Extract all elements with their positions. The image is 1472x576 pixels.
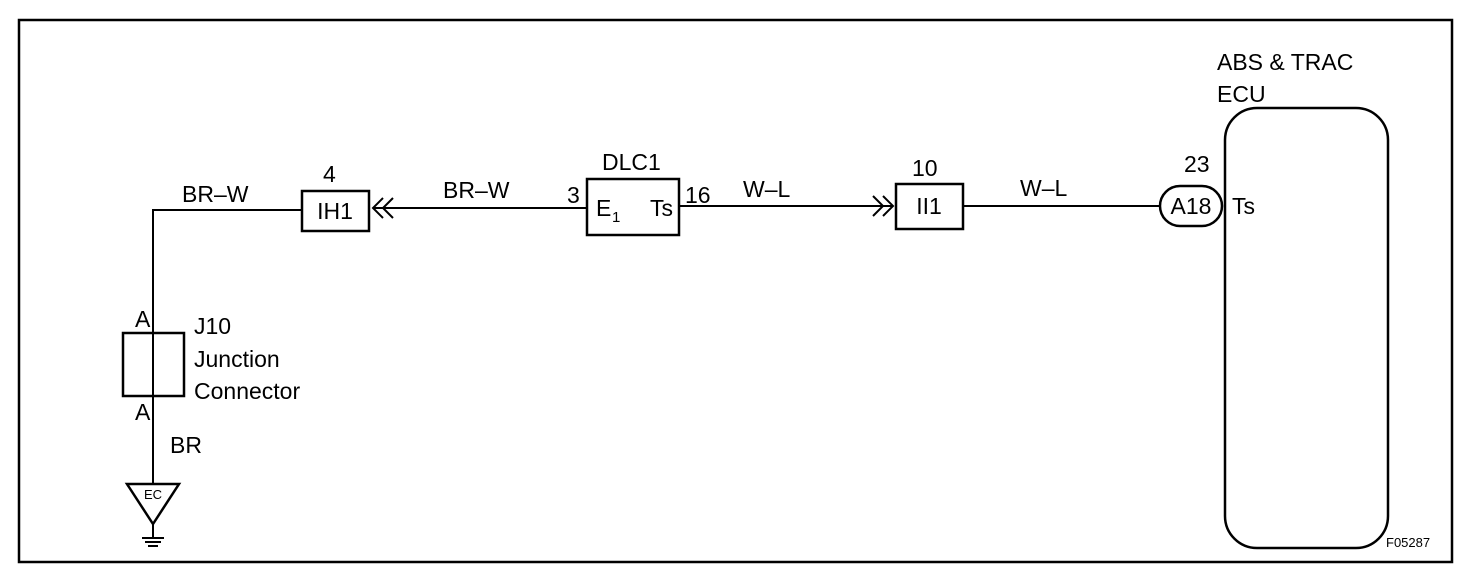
dlc1-terminal-e: E [596,195,611,221]
dlc1-pin-16: 16 [685,182,711,208]
dlc1-name: DLC1 [602,149,661,175]
diagram-frame [17,18,1454,564]
junction-j10-line2: Connector [194,378,300,404]
figure-id: F05287 [1386,535,1430,550]
connector-ih1-arrow [371,197,384,219]
connector-ih1-pin: 4 [323,161,336,187]
junction-j10-pin-bottom: A [135,399,151,425]
junction-j10-line1: Junction [194,346,280,372]
dlc1-terminal-ts: Ts [650,195,673,221]
ecu-terminal-ts: Ts [1232,193,1255,219]
dlc1-terminal-e-sub: 1 [612,209,620,226]
ecu-name-line2: ECU [1217,81,1266,107]
connector-ih1-arrow-2 [381,197,394,219]
ground-triangle [124,482,182,527]
junction-j10-pin-top: A [135,306,151,332]
ecu-connector-a18 [1158,184,1224,228]
ecu-body [1223,106,1390,550]
wire-label-br-w-right: BR–W [443,177,510,203]
connector-ii1-pin: 10 [912,155,938,181]
connector-ih1-label: IH1 [317,198,353,224]
ecu-pin-number: 23 [1184,151,1210,177]
ecu-connector-label: A18 [1171,193,1212,219]
junction-j10-id: J10 [194,313,231,339]
connector-dlc1 [585,177,681,237]
connector-ii1-label: II1 [916,193,942,219]
ecu-name-line1: ABS & TRAC [1217,49,1353,75]
wire-label-w-l-left: W–L [743,176,791,202]
wire-label-br: BR [170,432,202,458]
dlc1-pin-3: 3 [567,182,580,208]
ground-label: EC [144,487,162,502]
connector-ii1 [894,182,965,231]
wire-label-w-l-right: W–L [1020,175,1068,201]
wire-label-br-w-left: BR–W [182,181,249,207]
